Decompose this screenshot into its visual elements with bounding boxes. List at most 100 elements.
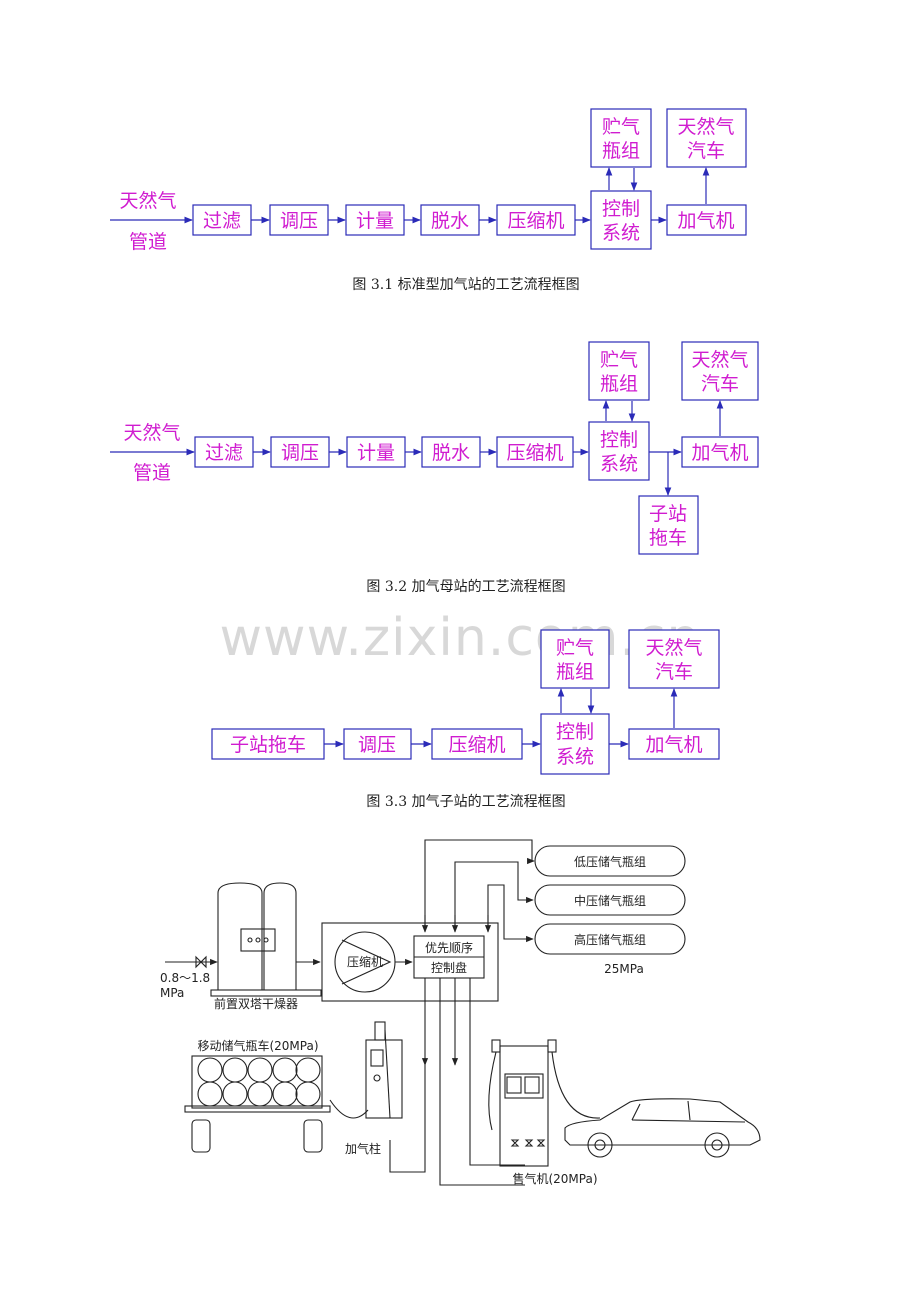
fig1-dispenser-label: 加气机 — [677, 210, 734, 232]
fig2-step-label-1: 过滤 — [205, 442, 243, 464]
dryer-tower-right — [263, 882, 297, 991]
fig1-storage-label-1: 贮气 — [602, 116, 640, 138]
dryer-label: 前置双塔干燥器 — [214, 996, 298, 1011]
fig1-source-top-label: 天然气 — [119, 190, 176, 212]
fig1-vehicle-label-2: 汽车 — [687, 140, 725, 162]
fig2-vehicle-box — [681, 341, 759, 401]
dispenser-hose-right — [551, 1051, 601, 1119]
trailer-wheel-rear — [303, 1119, 323, 1153]
fig3-dispenser-box — [628, 728, 720, 760]
fig3-vehicle-label-2: 汽车 — [655, 661, 693, 683]
fig2-vehicle-label-2: 汽车 — [701, 373, 739, 395]
fig1-step-label-3: 计量 — [356, 210, 394, 232]
fig2-storage-box — [588, 341, 650, 401]
filling-post-top — [374, 1021, 386, 1041]
fig1-control-box — [590, 190, 652, 250]
fig2-step-label-4: 脱水 — [432, 442, 470, 464]
trailer-hose — [329, 1099, 369, 1119]
fig1-vehicle-label-1: 天然气 — [677, 116, 734, 138]
fig2-storage-label-1: 贮气 — [600, 349, 638, 371]
car-wheel-front — [587, 1132, 613, 1158]
fig2-step-box-2 — [270, 436, 330, 468]
fig1-step-box-3 — [345, 204, 405, 236]
fig3-step-label-2: 调压 — [358, 734, 396, 756]
fig3-step-label-3: 压缩机 — [448, 734, 505, 756]
fig3-step-label-1: 子站拖车 — [230, 734, 306, 756]
fig2-step-box-4 — [421, 436, 481, 468]
fig2-trailer-label-1: 子站 — [649, 503, 687, 525]
fig3-control-label-2: 系统 — [556, 746, 594, 768]
fig2-caption: 图 3.2 加气母站的工艺流程框图 — [366, 579, 565, 595]
fig3-vehicle-box — [628, 629, 720, 689]
high-pressure-bank-label: 高压储气瓶组 — [574, 932, 646, 947]
fig2-control-label-1: 控制 — [600, 429, 638, 451]
fig3-vehicle-label-1: 天然气 — [645, 637, 702, 659]
fig2-step-label-5: 压缩机 — [506, 442, 563, 464]
mobile-trailer-label: 移动储气瓶车(20MPa) — [197, 1038, 318, 1053]
fig1-vehicle-box — [666, 108, 747, 168]
fig3-dispenser-label: 加气机 — [645, 734, 702, 756]
fig3-step-box-2 — [343, 728, 412, 760]
watermark: www.zixin.com.cn — [220, 608, 701, 668]
fig2-control-box — [588, 421, 650, 481]
fig1-storage-box — [590, 108, 652, 168]
low-pressure-bank-label: 低压储气瓶组 — [574, 854, 646, 869]
equipment-schematic: 低压储气瓶组 中压储气瓶组 高压储气瓶组 25MPa 压缩机 优先顺序 控制盘 … — [160, 839, 761, 1186]
compressor-label: 压缩机 — [347, 954, 383, 969]
high-pressure-bank — [534, 923, 686, 955]
fig2-trailer-box — [638, 495, 699, 555]
compressor-skid — [321, 922, 499, 1002]
fig3-storage-label-2: 瓶组 — [556, 661, 594, 683]
priority-panel-label-2: 控制盘 — [431, 960, 467, 975]
fig1-step-box-5 — [496, 204, 576, 236]
bank-pressure-label: 25MPa — [604, 962, 644, 976]
fig1-step-label-4: 脱水 — [431, 210, 469, 232]
mid-pressure-bank-label: 中压储气瓶组 — [574, 893, 646, 908]
dispenser-label: 售气机(20MPa) — [512, 1171, 597, 1186]
fig1-caption: 图 3.1 标准型加气站的工艺流程框图 — [352, 277, 579, 293]
car-body-icon — [564, 1098, 761, 1146]
dryer-valve-block — [240, 928, 276, 952]
inlet-valve-icon — [195, 955, 207, 969]
fig1-control-label-2: 系统 — [602, 222, 640, 244]
fig2-vehicle-label-1: 天然气 — [691, 349, 748, 371]
fig2-step-label-2: 调压 — [281, 442, 319, 464]
fig1-step-label-2: 调压 — [280, 210, 318, 232]
fig2-step-box-5 — [496, 436, 574, 468]
figure-3-2-mother-station: 天然气 管道 过滤 调压 计量 脱水 压缩机 控制 系统 贮气 瓶组 加气机 天… — [110, 341, 759, 595]
fig2-source-bottom-label: 管道 — [133, 462, 171, 484]
fig3-storage-label-1: 贮气 — [556, 637, 594, 659]
fig3-storage-box — [540, 629, 610, 689]
fig2-step-label-3: 计量 — [357, 442, 395, 464]
dryer-base — [210, 989, 322, 997]
fig1-storage-label-2: 瓶组 — [602, 140, 640, 162]
trailer-bed — [184, 1105, 331, 1113]
fig3-step-box-3 — [431, 728, 523, 760]
inlet-pressure-value: 0.8～1.8 — [160, 971, 210, 985]
fig3-control-box — [540, 713, 610, 775]
fig2-control-label-2: 系统 — [600, 453, 638, 475]
fig1-step-label-5: 压缩机 — [507, 210, 564, 232]
mid-pressure-bank — [534, 884, 686, 916]
fig3-control-label-1: 控制 — [556, 721, 594, 743]
trailer-wheel-front — [191, 1119, 211, 1153]
pipe-high-bank — [487, 884, 534, 943]
dryer-tower-left — [217, 882, 263, 991]
low-pressure-bank — [534, 845, 686, 877]
fig1-dispenser-box — [666, 204, 747, 236]
fig3-caption: 图 3.3 加气子站的工艺流程框图 — [366, 794, 565, 810]
fig1-step-box-4 — [420, 204, 480, 236]
figure-3-1-standard-station: 天然气 管道 过滤 调压 计量 脱水 压缩机 控制 系统 贮气 瓶组 加气机 天… — [110, 108, 747, 293]
trailer-frame — [191, 1055, 323, 1109]
fig1-control-label-1: 控制 — [602, 198, 640, 220]
fig2-trailer-label-2: 拖车 — [649, 527, 687, 549]
dispenser-body — [499, 1045, 549, 1167]
pipe-mid-bank — [454, 861, 534, 930]
fig2-dispenser-box — [681, 436, 759, 468]
car-wheel-rear — [704, 1132, 730, 1158]
fig2-source-top-label: 天然气 — [123, 422, 180, 444]
priority-panel-label-1: 优先顺序 — [425, 940, 473, 955]
fig3-trailer-box — [211, 728, 325, 760]
fig1-source-bottom-label: 管道 — [129, 231, 167, 253]
